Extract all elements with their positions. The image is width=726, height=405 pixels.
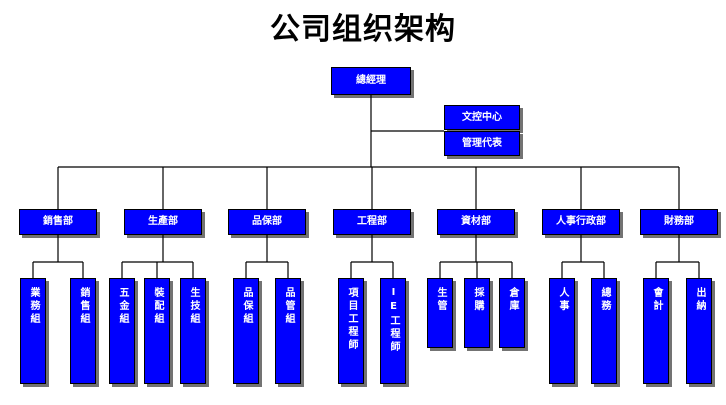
- unit-box: 銷售組: [70, 278, 96, 384]
- unit-box-label: 生技組: [188, 287, 199, 326]
- unit-box: 會計: [643, 278, 669, 384]
- department-box-label: 資材部: [461, 216, 491, 227]
- unit-box: 倉庫: [499, 278, 525, 348]
- department-box-label: 人事行政部: [556, 216, 606, 227]
- department-box: 財務部: [640, 209, 718, 235]
- management-rep-box: 管理代表: [444, 131, 520, 156]
- unit-box-label: 人事: [557, 287, 568, 313]
- unit-box: 品管組: [275, 278, 301, 384]
- unit-box: 出納: [686, 278, 712, 384]
- unit-box: 採購: [464, 278, 490, 348]
- department-box-label: 財務部: [664, 216, 694, 227]
- unit-box: 生技組: [180, 278, 206, 384]
- unit-box: 總務: [591, 278, 617, 384]
- department-box: 人事行政部: [542, 209, 620, 235]
- department-box: 品保部: [228, 209, 306, 235]
- unit-box: 生管: [427, 278, 453, 348]
- unit-box: 項目工程師: [338, 278, 364, 384]
- department-box-label: 品保部: [252, 216, 282, 227]
- general-manager-box: 總經理: [331, 67, 411, 95]
- general-manager-box-label: 總經理: [356, 75, 386, 86]
- department-box: 生產部: [124, 209, 202, 235]
- department-box-label: 銷售部: [43, 216, 73, 227]
- unit-box: 裝配組: [144, 278, 170, 384]
- department-box-label: 生產部: [148, 216, 178, 227]
- document-control-box: 文控中心: [444, 105, 520, 130]
- department-box: 工程部: [333, 209, 411, 235]
- unit-box-label: 總務: [599, 287, 610, 313]
- department-box: 銷售部: [19, 209, 97, 235]
- unit-box-label: 項目工程師: [346, 287, 357, 352]
- document-control-box-label: 文控中心: [462, 111, 502, 123]
- unit-box: 人事: [549, 278, 575, 384]
- unit-box-label: 生管: [435, 287, 446, 313]
- unit-box-label: 銷售組: [78, 287, 89, 326]
- unit-box-label: IE工程師: [388, 287, 399, 354]
- page-title: 公司组织架构: [270, 12, 456, 47]
- unit-box-label: 五金組: [117, 287, 128, 326]
- unit-box-label: 品保組: [241, 287, 252, 326]
- unit-box-label: 會計: [651, 287, 662, 313]
- unit-box-label: 品管組: [283, 287, 294, 326]
- unit-box: 業務組: [20, 278, 46, 384]
- management-rep-box-label: 管理代表: [462, 137, 502, 149]
- department-box: 資材部: [437, 209, 515, 235]
- unit-box: 品保組: [233, 278, 259, 384]
- unit-box-label: 出納: [694, 287, 705, 313]
- unit-box-label: 倉庫: [507, 287, 518, 313]
- department-box-label: 工程部: [357, 216, 387, 227]
- unit-box: IE工程師: [380, 278, 406, 384]
- unit-box-label: 裝配組: [152, 287, 163, 326]
- unit-box: 五金組: [109, 278, 135, 384]
- unit-box-label: 業務組: [28, 287, 39, 326]
- unit-box-label: 採購: [472, 287, 483, 313]
